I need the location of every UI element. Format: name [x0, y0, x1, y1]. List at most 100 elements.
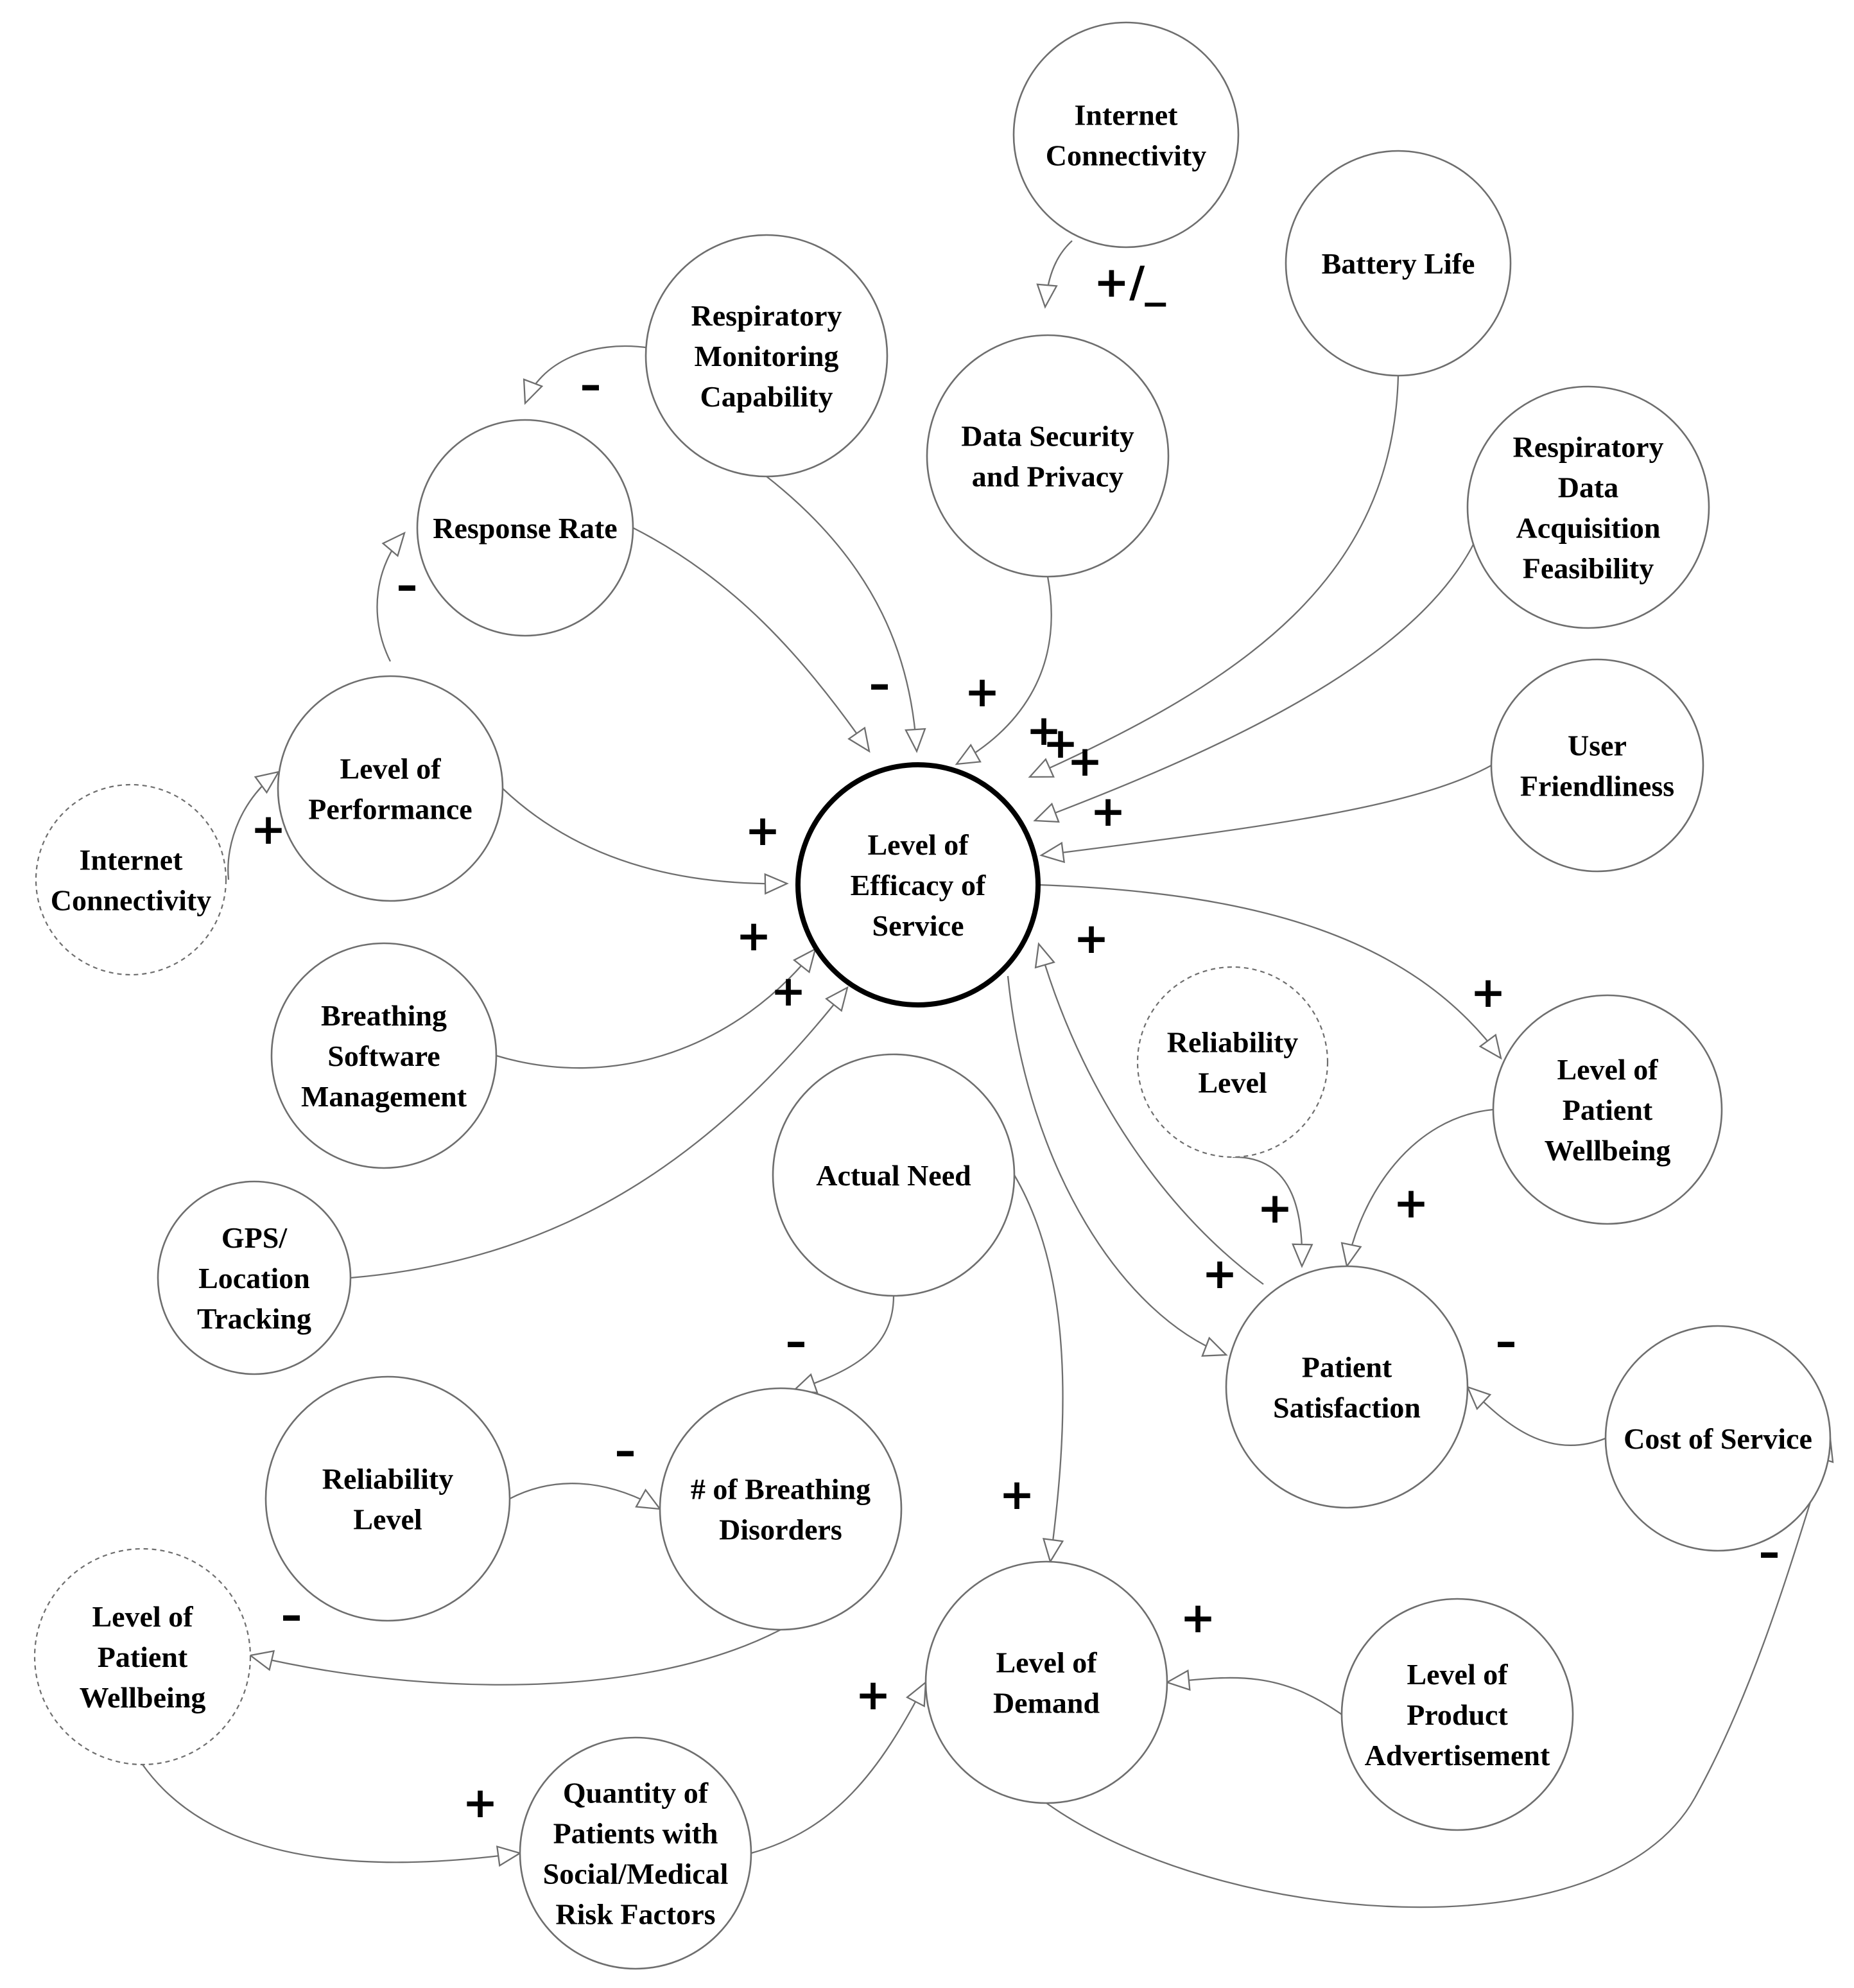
node-label-line: Breathing	[321, 999, 447, 1032]
node-label-line: Response Rate	[433, 512, 617, 545]
node-circle-data-security-privacy	[926, 334, 1170, 578]
edge-gps-location-tracking-to-level-of-efficacy	[350, 987, 848, 1279]
polarity-sign-e26: +	[1180, 1593, 1215, 1643]
node-label-line: Data	[1558, 471, 1619, 504]
node-label-line: Battery Life	[1322, 247, 1475, 280]
node-label-line: Connectivity	[51, 884, 211, 917]
node-label-line: Performance	[308, 793, 472, 826]
node-label-line: Service	[872, 909, 964, 942]
node-label-line: Quantity of	[563, 1777, 709, 1809]
arrowhead-e8	[1033, 802, 1060, 823]
node-label-line: Efficacy of	[851, 869, 986, 902]
node-circle-level-of-efficacy	[795, 762, 1041, 1007]
edge-quantity-of-patients-risk-to-level-of-demand	[750, 1682, 927, 1854]
node-label-line: Feasibility	[1523, 552, 1654, 585]
edge-actual-need-to-level-of-demand	[1014, 1174, 1064, 1562]
node-label-line: Tracking	[197, 1302, 311, 1335]
edge-reliability-level-left-to-breathing-disorders	[509, 1483, 661, 1510]
node-circle-respiratory-monitoring-capability	[645, 234, 888, 478]
edge-data-security-privacy-to-level-of-efficacy	[956, 576, 1052, 765]
node-label-line: Data Security	[961, 420, 1134, 453]
arrowhead-e23	[248, 1650, 275, 1671]
node-label-line: Respiratory	[691, 299, 842, 332]
node-circle-level-of-patient-wellbeing-right	[1492, 994, 1723, 1225]
arrowhead-e14	[1478, 1033, 1502, 1060]
edge-level-of-patient-wellbeing-right-to-patient-satisfaction	[1346, 1108, 1494, 1267]
node-circle-quantity-of-patients-risk	[519, 1736, 752, 1970]
node-label-line: Level of	[1407, 1658, 1508, 1691]
edge-level-of-efficacy-to-level-of-patient-wellbeing-right	[1037, 884, 1502, 1059]
node-circle-breathing-disorders	[659, 1387, 903, 1631]
polarity-sign-e18: +	[1393, 1178, 1428, 1228]
arrowhead-e19	[1466, 1386, 1492, 1411]
node-circle-gps-location-tracking	[157, 1180, 352, 1375]
polarity-sign-e25: +	[855, 1670, 890, 1720]
node-label-line: Internet	[80, 844, 184, 876]
edge-breathing-software-management-to-level-of-efficacy	[496, 948, 816, 1069]
edge-level-of-demand-to-cost-of-service	[1046, 1438, 1832, 1908]
arrowhead-e2	[523, 378, 544, 405]
node-circle-reliability-level-right	[1136, 966, 1329, 1158]
polarity-sign-e9: +	[1090, 787, 1125, 836]
arrowhead-e15	[1034, 942, 1055, 969]
arrowhead-e16	[1201, 1336, 1228, 1357]
edge-user-friendliness-to-level-of-efficacy	[1041, 764, 1492, 857]
arrowhead-e22	[635, 1488, 662, 1510]
node-level-of-performance: Level of Performance	[277, 675, 504, 902]
node-circle-battery-life	[1285, 150, 1512, 377]
edge-response-rate-to-level-of-efficacy	[632, 527, 870, 752]
node-label-line: Demand	[993, 1687, 1100, 1720]
polarity-sign-e3: –	[397, 561, 418, 610]
polarity-sign-e23: –	[281, 1591, 302, 1640]
node-label-line: Capability	[700, 380, 833, 413]
polarity-sign-e13: +	[770, 966, 806, 1016]
arrowhead-e5	[905, 728, 926, 753]
edge-level-of-patient-wellbeing-left-to-quantity-of-patients-risk	[142, 1764, 521, 1863]
node-label-line: Level of	[340, 753, 441, 785]
polarity-sign-e27: –	[1759, 1528, 1780, 1577]
node-label-line: Management	[301, 1080, 467, 1113]
polarity-sign-e19: –	[1496, 1317, 1517, 1366]
node-circle-response-rate	[416, 419, 634, 637]
node-label-line: Internet	[1075, 99, 1179, 132]
node-label-line: Friendliness	[1520, 770, 1674, 803]
polarity-sign-e7: +	[1026, 706, 1061, 755]
polarity-sign-e2: –	[580, 360, 602, 410]
polarity-sign-e4: –	[869, 659, 890, 709]
node-label-line: Wellbeing	[80, 1681, 206, 1714]
polarity-sign-e1: +/_	[1094, 257, 1166, 307]
polarity-sign-e20: –	[786, 1317, 807, 1366]
edge-respiratory-data-acquisition-to-level-of-efficacy	[1034, 507, 1489, 822]
arrowhead-e9	[1039, 841, 1065, 864]
node-circle-actual-need	[772, 1053, 1016, 1297]
node-label-line: Connectivity	[1046, 139, 1206, 172]
arrowhead-e25	[905, 1680, 927, 1707]
edge-level-of-product-advertisement-to-level-of-demand	[1166, 1677, 1342, 1715]
node-label-line: Level	[1198, 1067, 1267, 1099]
node-label-line: Level of	[867, 828, 969, 861]
node-label-line: Product	[1407, 1698, 1508, 1731]
polarity-sign-e15: +	[1073, 914, 1109, 963]
polarity-sign-e10: +	[250, 805, 286, 854]
node-circle-level-of-patient-wellbeing-left	[33, 1548, 252, 1766]
node-label-line: Respiratory	[1512, 431, 1663, 464]
arrowhead-e3	[381, 531, 406, 557]
node-battery-life: Battery Life	[1285, 150, 1512, 377]
node-circle-reliability-level-left	[264, 1375, 511, 1622]
arrowhead-e17	[1292, 1243, 1313, 1268]
arrowhead-e24	[496, 1845, 522, 1867]
node-label-line: Social/Medical	[543, 1858, 729, 1890]
node-label-line: Risk Factors	[555, 1898, 715, 1931]
node-circle-breathing-software-management	[270, 942, 498, 1169]
node-response-rate: Response Rate	[416, 419, 634, 637]
